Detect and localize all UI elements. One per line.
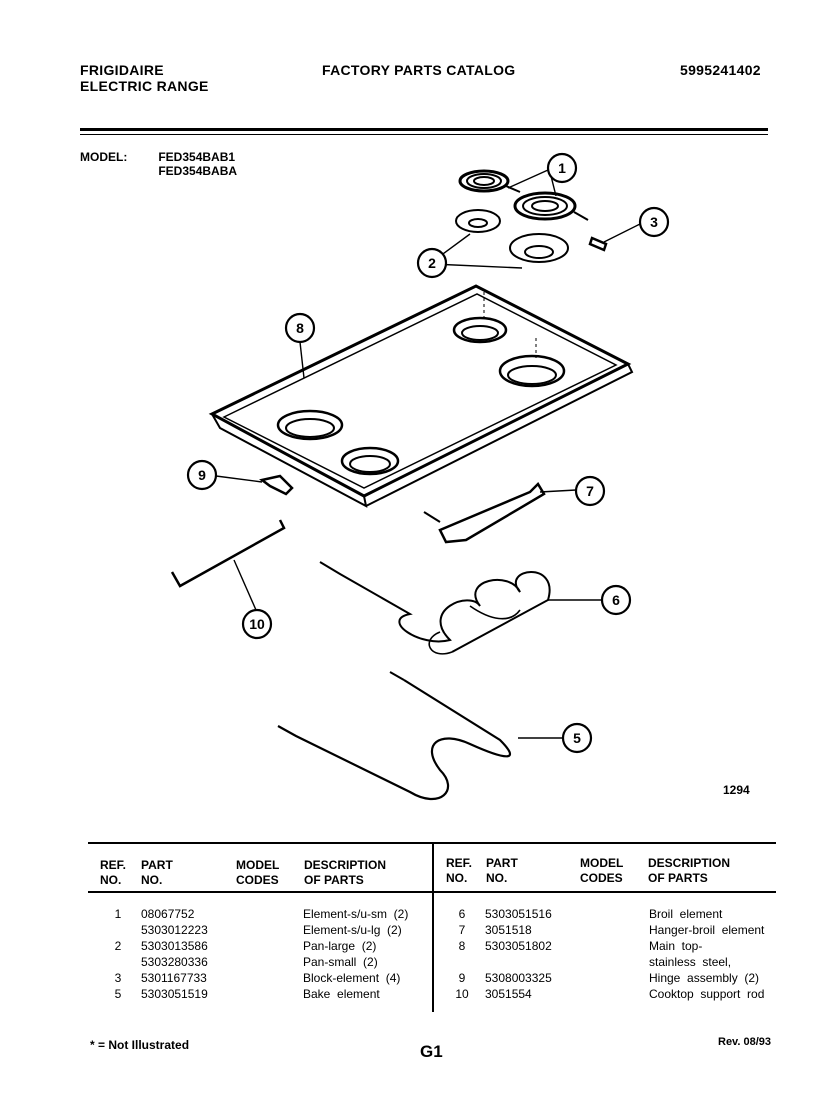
callout-2: 2: [416, 247, 448, 279]
not-illustrated-note: * = Not Illustrated: [90, 1038, 190, 1052]
callout-8: 8: [284, 312, 316, 344]
surface-element-small: [458, 169, 521, 193]
catalog-title: FACTORY PARTS CATALOG: [322, 62, 516, 78]
table-rule-top: [88, 842, 776, 844]
svg-text:1: 1: [558, 160, 566, 176]
header-ref: REF.NO.: [100, 858, 127, 887]
model-value: FED354BABA: [158, 164, 238, 178]
model-value: FED354BAB1: [158, 150, 236, 164]
figure-number: 1294: [723, 783, 750, 797]
brand-name: FRIGIDAIRE: [80, 62, 164, 78]
cooktop-support-rod: [170, 519, 286, 588]
hinge-assembly: [259, 474, 294, 496]
brand-block: FRIGIDAIRE ELECTRIC RANGE: [80, 62, 209, 94]
drip-pan-large: [509, 233, 569, 263]
callout-5: 5: [561, 722, 593, 754]
svg-text:7: 7: [586, 483, 594, 499]
header-rule-thin: [80, 134, 768, 135]
callout-7: 7: [574, 475, 606, 507]
svg-text:9: 9: [198, 467, 206, 483]
broil-element: [319, 561, 551, 653]
svg-text:2: 2: [428, 255, 436, 271]
table-divider: [432, 844, 434, 1012]
callout-1: 1: [546, 152, 578, 184]
main-top: [208, 284, 634, 508]
drip-pan-small: [455, 209, 501, 233]
svg-text:3: 3: [650, 214, 658, 230]
model-label: MODEL:: [80, 150, 128, 164]
bake-element: [277, 679, 511, 801]
svg-text:6: 6: [612, 592, 620, 608]
callout-10: 10: [241, 608, 273, 640]
model-block: MODEL: FED354BAB1 FED354BABA: [80, 150, 237, 178]
callout-6: 6: [600, 584, 632, 616]
callout-9: 9: [186, 459, 218, 491]
catalog-number: 5995241402: [680, 62, 761, 78]
svg-text:10: 10: [249, 616, 265, 632]
surface-element-large: [513, 191, 589, 221]
block-element: [588, 236, 608, 252]
page-number: G1: [420, 1042, 443, 1061]
callout-3: 3: [638, 206, 670, 238]
header-rule: [80, 128, 768, 131]
hanger-broil-element: [438, 481, 546, 544]
revision-date: Rev. 08/93: [718, 1036, 772, 1048]
header-ref: REF.NO.: [446, 856, 473, 885]
svg-text:8: 8: [296, 320, 304, 336]
svg-text:5: 5: [573, 730, 581, 746]
product-name: ELECTRIC RANGE: [80, 78, 209, 94]
